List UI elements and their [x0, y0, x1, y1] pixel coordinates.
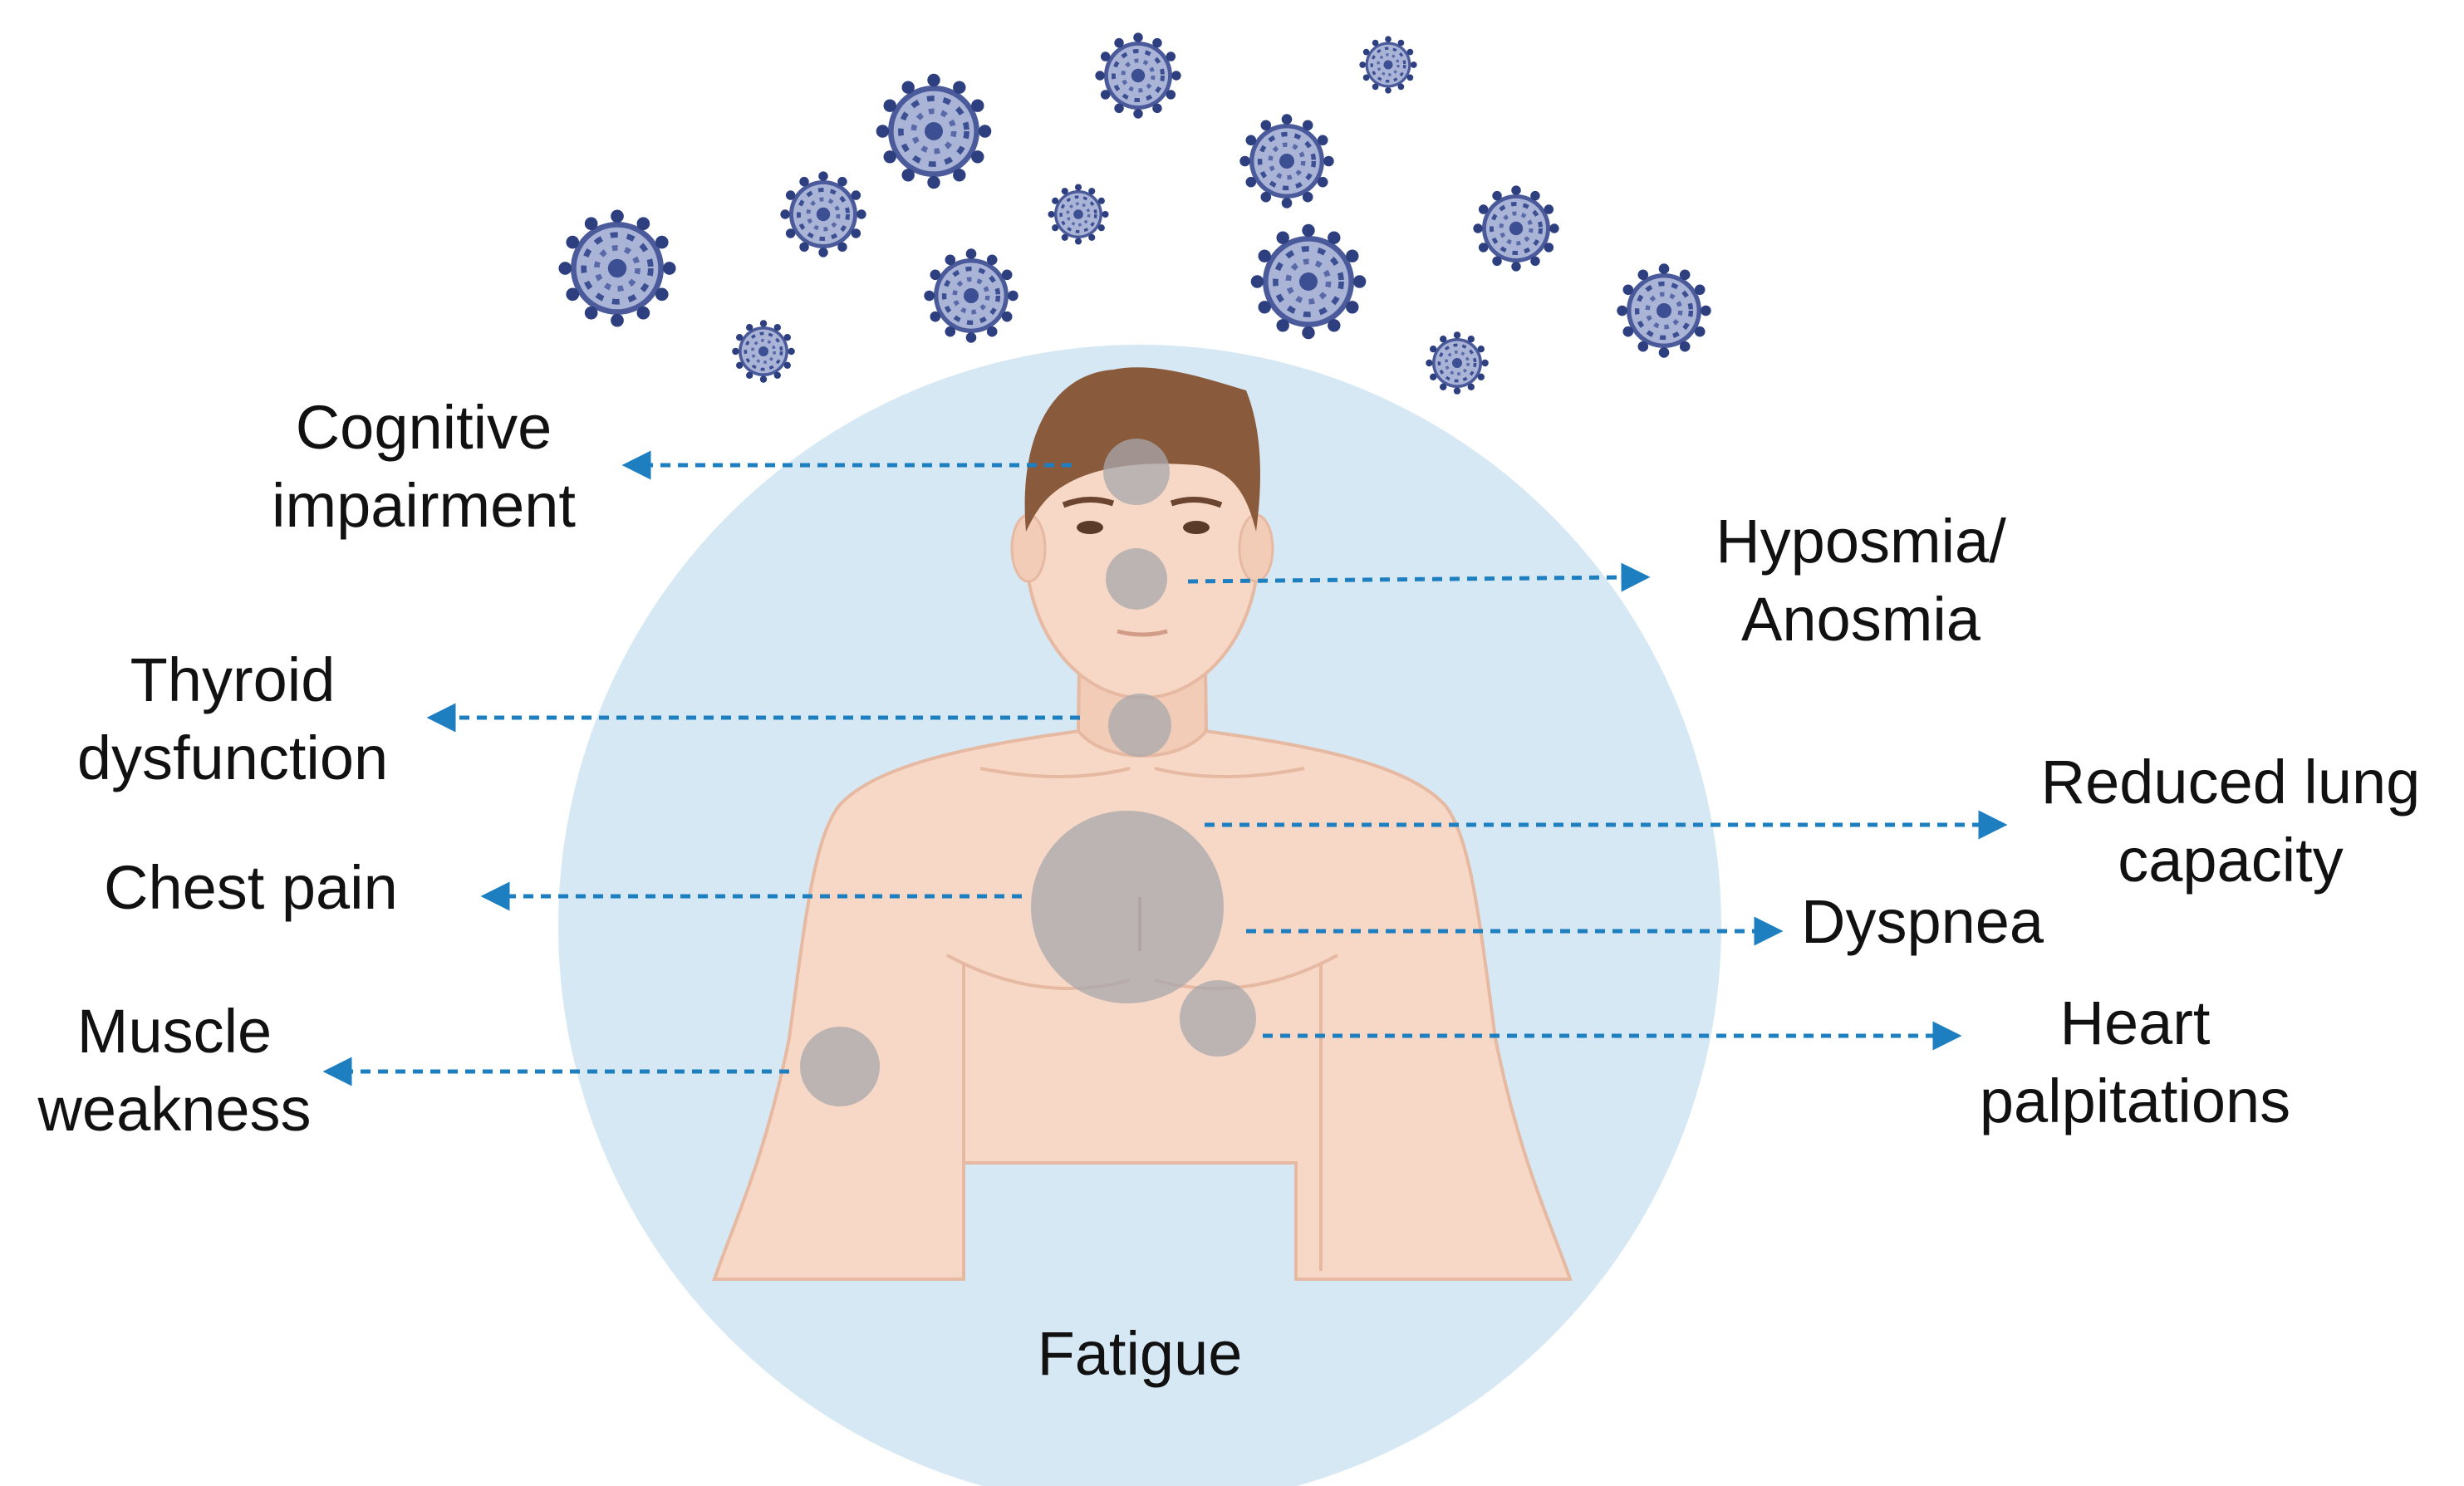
hyposmia-line-1: Hyposmia/	[1715, 507, 2006, 576]
virus-particle-icon	[924, 248, 1018, 342]
left-eyebrow	[1062, 497, 1115, 508]
fatigue-line: Fatigue	[1037, 1319, 1243, 1388]
virus-particle-icon	[876, 74, 992, 189]
symptom-markers	[800, 439, 1256, 1106]
arm-lines	[962, 964, 1323, 1271]
symptom-arrows	[322, 450, 2008, 1086]
virus-particle-icon	[730, 318, 797, 385]
virus-particle-icon	[1617, 263, 1711, 357]
muscle-line-1: Muscle	[76, 997, 272, 1066]
virus-particles	[558, 32, 1711, 396]
virus-particle-icon	[1095, 32, 1180, 118]
cognitive-line-1: Cognitive	[295, 393, 552, 462]
thyroid-line-1: Thyroid	[130, 645, 336, 714]
arrow-hyposmia	[1187, 562, 1651, 592]
hyposmia-label: Hyposmia/ Anosmia	[1670, 503, 2052, 659]
reduced-lung-capacity-label: Reduced lung capacity	[2010, 743, 2451, 900]
heart-line-1: Heart	[2059, 988, 2211, 1057]
lung-marker	[1031, 811, 1224, 1003]
virus-particle-icon	[1424, 330, 1490, 396]
heart-line-2: palpitations	[1979, 1067, 2291, 1135]
collarbones	[979, 767, 1305, 778]
virus-particle-icon	[1357, 34, 1419, 96]
virus-particle-icon	[1239, 114, 1333, 208]
muscle-marker	[800, 1027, 880, 1106]
heart-palpitations-label: Heart palpitations	[1936, 984, 2334, 1140]
nose-marker	[1106, 548, 1167, 610]
cognitive-line-2: impairment	[272, 471, 576, 540]
muscle-weakness-label: Muscle weakness	[17, 993, 332, 1149]
virus-particle-icon	[558, 209, 675, 326]
virus-particle-icon	[1251, 224, 1367, 340]
chest-line: Chest pain	[104, 853, 398, 922]
dyspnea-line: Dyspnea	[1801, 887, 2044, 956]
fatigue-label: Fatigue	[974, 1315, 1306, 1393]
thyroid-marker	[1108, 694, 1171, 757]
right-eyebrow	[1170, 497, 1223, 508]
thyroid-line-2: dysfunction	[76, 723, 389, 792]
cognitive-impairment-label: Cognitive impairment	[241, 389, 606, 545]
lung-line-1: Reduced lung	[2040, 748, 2421, 817]
virus-particle-icon	[780, 171, 866, 257]
heart-marker	[1180, 980, 1256, 1057]
virus-particle-icon	[1473, 185, 1558, 271]
right-eye	[1183, 521, 1210, 534]
dyspnea-label: Dyspnea	[1801, 883, 2044, 961]
muscle-line-2: weakness	[37, 1075, 312, 1144]
hyposmia-line-2: Anosmia	[1741, 585, 1981, 654]
chest-pain-label: Chest pain	[104, 849, 398, 927]
mouth	[1117, 629, 1168, 637]
virus-particle-icon	[1046, 182, 1111, 247]
thyroid-dysfunction-label: Thyroid dysfunction	[42, 641, 424, 797]
lung-line-2: capacity	[2118, 826, 2344, 895]
brain-marker	[1103, 439, 1170, 505]
left-eye	[1077, 521, 1103, 534]
